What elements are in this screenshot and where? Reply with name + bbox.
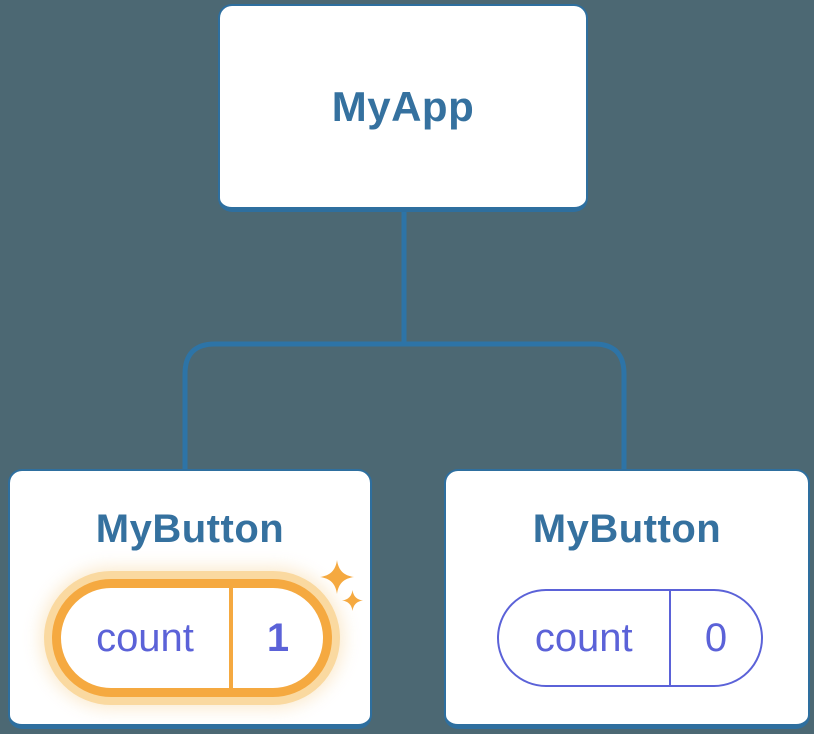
- sparkle-icon: [320, 560, 363, 611]
- state-key-label: count: [96, 615, 194, 660]
- branch-bracket-line: [182, 341, 627, 471]
- state-value: 0: [704, 615, 728, 660]
- state-key-label: count: [534, 615, 633, 660]
- sparkle-large: [320, 560, 354, 594]
- root-component-card: MyApp: [218, 4, 588, 212]
- child-component-title: MyButton: [95, 507, 285, 551]
- state-pill-plain: count 0: [497, 589, 763, 687]
- pill-divider: [668, 591, 671, 685]
- state-pill-highlighted: count 1: [52, 579, 332, 697]
- child-component-card-right: MyButton count 0: [444, 469, 810, 729]
- root-component-title: MyApp: [331, 82, 475, 130]
- child-component-title: MyButton: [532, 507, 722, 551]
- state-value: 1: [266, 615, 290, 660]
- child-component-card-left: MyButton count 1: [8, 469, 372, 729]
- pill-divider: [229, 588, 233, 688]
- sparkle-small: [342, 590, 363, 611]
